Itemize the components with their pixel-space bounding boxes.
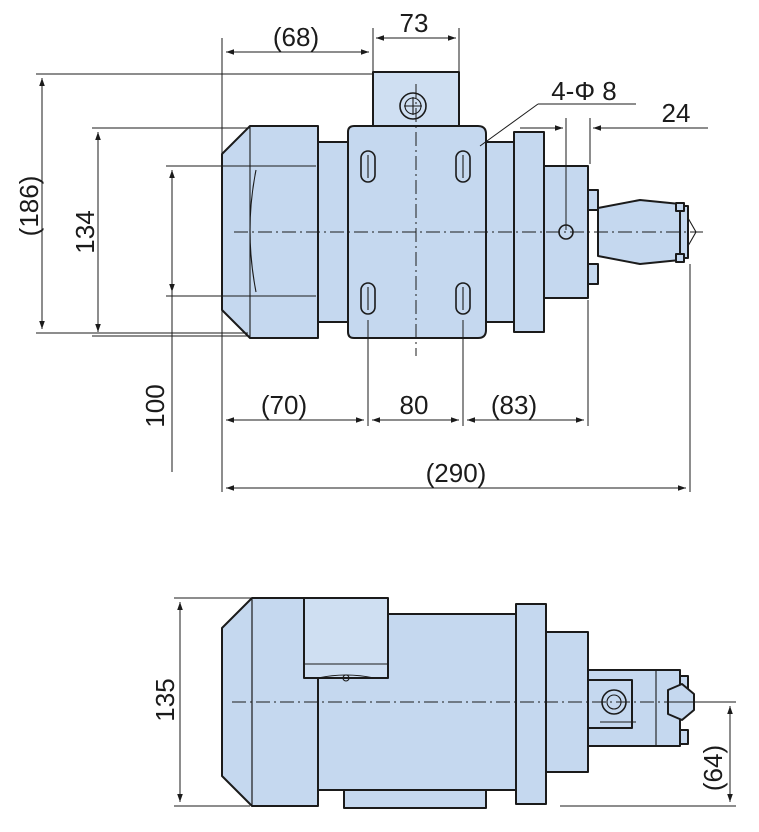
- dim-100-label: 100: [140, 384, 170, 427]
- side-flange: [515, 603, 547, 805]
- dim-70-label: (70): [261, 390, 307, 420]
- hole-spec-label: 4-Φ 8: [551, 76, 617, 106]
- dim-80-label: 80: [400, 390, 429, 420]
- dim-24-label: 24: [662, 98, 691, 128]
- dim-186-label: (186): [14, 176, 44, 237]
- bolt: [587, 189, 599, 211]
- dim-68-label: (68): [273, 22, 319, 52]
- dim-73-label: 73: [400, 8, 429, 38]
- side-terminal-box: [303, 597, 389, 682]
- mounting-slots: [360, 150, 471, 315]
- motor-flange: [513, 131, 545, 333]
- side-gear-pump: [587, 669, 695, 747]
- dim-64-label: (64): [698, 745, 728, 791]
- dim-290-label: (290): [426, 458, 487, 488]
- side-view: 135 (64): [150, 597, 736, 809]
- top-view: (68) 73 4-Φ 8 24 (186) 134 100 (70) 80 (…: [14, 8, 708, 492]
- bolt: [587, 263, 599, 285]
- dim-83-label: (83): [491, 390, 537, 420]
- dim-134-label: 134: [70, 210, 100, 253]
- dim-135-label: 135: [150, 678, 180, 721]
